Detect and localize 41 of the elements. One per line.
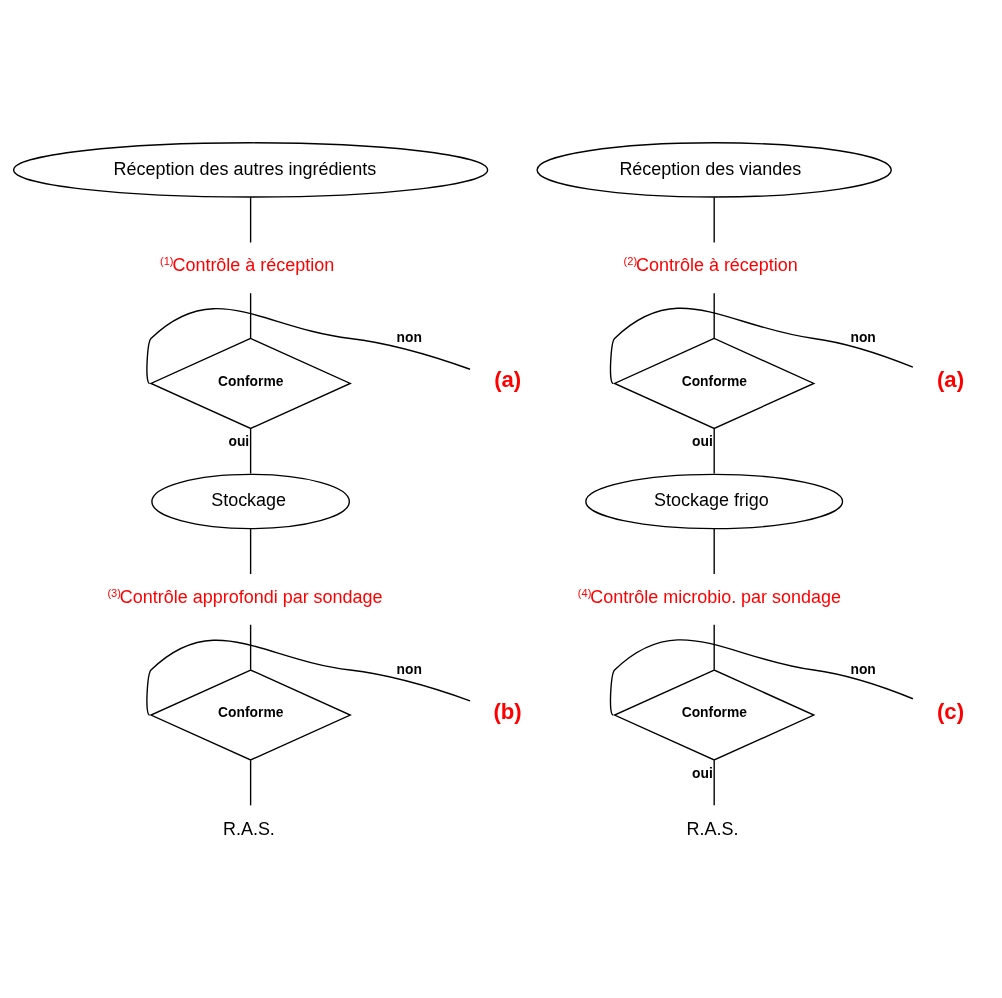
connector — [146, 308, 471, 385]
node-text: $^{(3)}$Contrôle approfondi par sondage — [107, 586, 383, 607]
node-text: $^{(1)}$Contrôle à réception — [159, 255, 335, 276]
node-ellipse: Stockage — [151, 473, 351, 530]
connector — [249, 428, 252, 475]
node-text: (c) — [936, 698, 965, 724]
node-ellipse: Réception des autres ingrédients — [12, 142, 489, 198]
connector — [609, 307, 914, 385]
node-text: $^{(4)}$Contrôle microbio. par sondage — [577, 586, 842, 607]
edge-label: non — [850, 660, 876, 677]
node-text: (a) — [494, 367, 522, 393]
connector — [713, 624, 715, 671]
edge-label: non — [850, 328, 876, 345]
connector — [609, 639, 914, 716]
edge-label: oui — [228, 433, 250, 450]
connector — [713, 292, 715, 339]
connector — [713, 528, 715, 575]
node-text: (b) — [493, 698, 522, 724]
node-ellipse: Stockage frigo — [585, 473, 844, 530]
connector — [713, 196, 715, 244]
connector — [249, 528, 252, 575]
node-text: R.A.S. — [686, 819, 739, 840]
connector — [249, 759, 252, 807]
node-text: $^{(2)}$Contrôle à réception — [623, 255, 798, 276]
edge-label: oui — [692, 433, 713, 450]
connector — [249, 196, 252, 244]
connector — [713, 759, 715, 807]
node-diamond: Conforme — [612, 337, 816, 430]
edge-label: non — [396, 328, 422, 345]
edge-label: non — [396, 660, 422, 677]
node-diamond: Conforme — [612, 669, 816, 761]
node-text: R.A.S. — [222, 819, 275, 840]
node-ellipse: Réception des viandes — [536, 142, 892, 198]
node-diamond: Conforme — [149, 669, 352, 761]
connector — [249, 624, 252, 671]
edge-label: oui — [692, 765, 713, 782]
connector — [713, 428, 715, 475]
connector — [146, 639, 471, 716]
connector — [249, 292, 252, 339]
node-diamond: Conforme — [149, 337, 352, 430]
node-text: (a) — [936, 367, 965, 393]
